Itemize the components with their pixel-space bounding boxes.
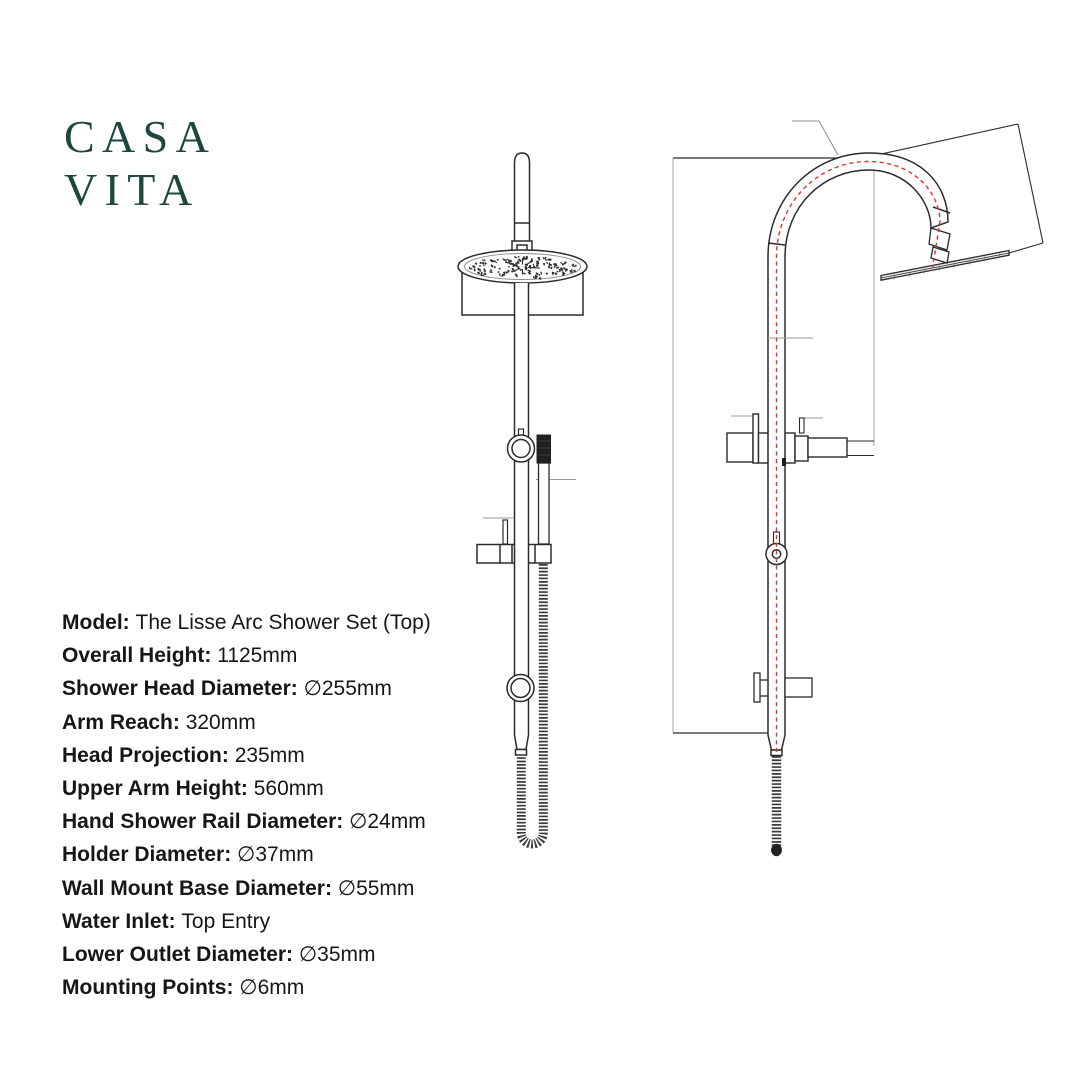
spec-value: Top Entry (181, 909, 271, 933)
rail-front (513, 283, 530, 756)
hose-tip (771, 843, 782, 857)
spec-label: Wall Mount Base Diameter: (62, 876, 338, 900)
spec-value: ∅37mm (237, 843, 314, 867)
spec-row: Overall Height: 1125mm (62, 639, 542, 672)
spec-row: Shower Head Diameter: ∅255mm (62, 672, 542, 705)
spec-label: Model: (62, 611, 136, 634)
brand-logo: CASA VITA (64, 110, 216, 216)
spec-row: Head Projection: 235mm (62, 739, 542, 772)
centerline (775, 160, 941, 752)
spec-label: Shower Head Diameter: (62, 677, 304, 701)
spec-label: Overall Height: (62, 644, 218, 668)
spec-row: Lower Outlet Diameter: ∅35mm (62, 938, 542, 971)
brand-logo-line2: VITA (64, 164, 200, 215)
spec-row: Arm Reach: 320mm (62, 706, 542, 739)
spec-row: Hand Shower Rail Diameter: ∅24mm (62, 805, 542, 838)
spec-list: Model: The Lisse Arc Shower Set (Top)Ove… (62, 606, 542, 1004)
spec-label: Mounting Points: (62, 976, 240, 1000)
spec-row: Water Inlet: Top Entry (62, 905, 542, 938)
spec-label: Lower Outlet Diameter: (62, 943, 299, 967)
leader-line (792, 120, 839, 156)
nozzle-face-dots (468, 255, 577, 280)
spec-row: Model: The Lisse Arc Shower Set (Top) (62, 606, 542, 639)
lower-bracket-side (753, 672, 813, 703)
head-connector (928, 227, 951, 264)
spec-value: 235mm (234, 743, 305, 767)
spec-row: Mounting Points: ∅6mm (62, 971, 542, 1004)
spec-label: Upper Arm Height: (62, 777, 254, 801)
spec-value: 320mm (185, 710, 256, 734)
nozzle-face-spokes (504, 258, 541, 275)
spec-value: 560mm (253, 777, 324, 801)
spec-value: The Lisse Arc Shower Set (Top) (135, 611, 431, 634)
spec-value: ∅6mm (239, 976, 305, 1000)
hand-shower (536, 434, 551, 545)
spec-row: Holder Diameter: ∅37mm (62, 838, 542, 871)
spec-row: Upper Arm Height: 560mm (62, 772, 542, 805)
spec-label: Water Inlet: (62, 909, 182, 933)
spec-value: ∅35mm (298, 943, 376, 967)
joint-mark (782, 458, 786, 466)
brand-logo-line1: CASA (64, 111, 217, 162)
spec-value: ∅255mm (303, 677, 392, 701)
side-view-drawing (672, 120, 1044, 857)
spec-label: Holder Diameter: (62, 843, 238, 867)
spec-row: Wall Mount Base Diameter: ∅55mm (62, 872, 542, 905)
holder-ring-lower (506, 673, 535, 703)
front-view-drawing (457, 152, 588, 849)
wall-outline (672, 157, 893, 734)
wall-bracket-side (726, 413, 874, 464)
hose-front (516, 564, 548, 849)
holder-ring-upper (506, 428, 536, 463)
projection-plane (871, 123, 1044, 254)
spec-value: ∅24mm (349, 810, 426, 834)
spec-label: Head Projection: (62, 743, 235, 767)
top-inlet-pipe (511, 152, 533, 253)
spec-label: Hand Shower Rail Diameter: (62, 810, 350, 834)
spec-value: ∅55mm (337, 876, 415, 900)
spec-value: 1125mm (217, 644, 298, 668)
spec-label: Arm Reach: (62, 710, 186, 734)
shower-head-side (880, 249, 1010, 281)
